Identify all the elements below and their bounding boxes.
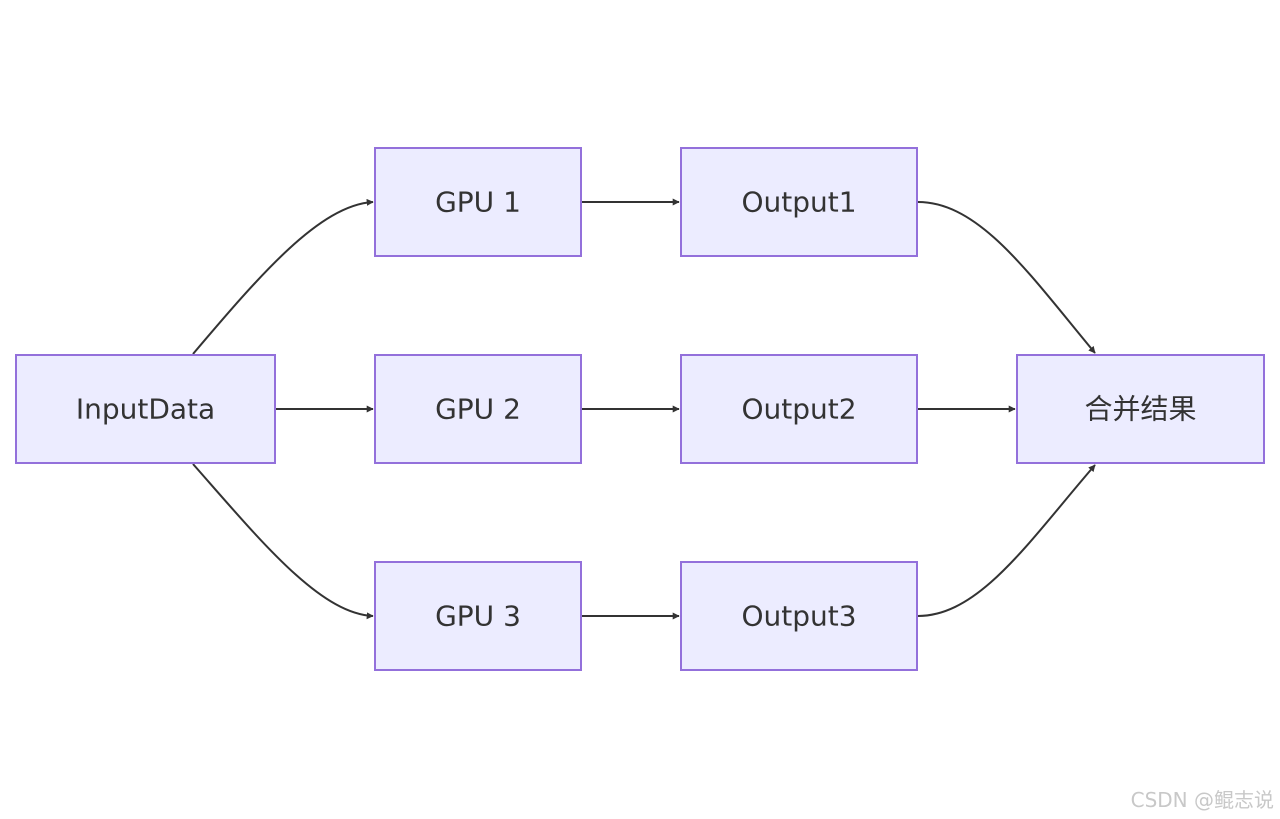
- node-input-data[interactable]: InputData: [15, 354, 276, 464]
- watermark: CSDN @鲲志说: [1130, 788, 1274, 812]
- edge-input-to-gpu1: [192, 198, 374, 355]
- node-output-2[interactable]: Output2: [680, 354, 918, 464]
- node-label-output-1: Output1: [741, 186, 856, 219]
- edge-output1-to-merge: [917, 201, 1096, 354]
- edge-input-to-gpu3: [192, 463, 374, 620]
- node-gpu-2[interactable]: GPU 2: [374, 354, 582, 464]
- node-label-output-2: Output2: [741, 393, 856, 426]
- node-output-1[interactable]: Output1: [680, 147, 918, 257]
- node-label-gpu-1: GPU 1: [435, 186, 521, 219]
- edge-output3-to-merge: [917, 464, 1096, 617]
- node-label-input-data: InputData: [76, 393, 215, 426]
- node-gpu-3[interactable]: GPU 3: [374, 561, 582, 671]
- node-label-output-3: Output3: [741, 600, 856, 633]
- node-label-gpu-2: GPU 2: [435, 393, 521, 426]
- node-gpu-1[interactable]: GPU 1: [374, 147, 582, 257]
- node-output-3[interactable]: Output3: [680, 561, 918, 671]
- node-label-gpu-3: GPU 3: [435, 600, 521, 633]
- node-merge-result[interactable]: 合并结果: [1016, 354, 1265, 464]
- node-label-merge-result: 合并结果: [1084, 393, 1196, 426]
